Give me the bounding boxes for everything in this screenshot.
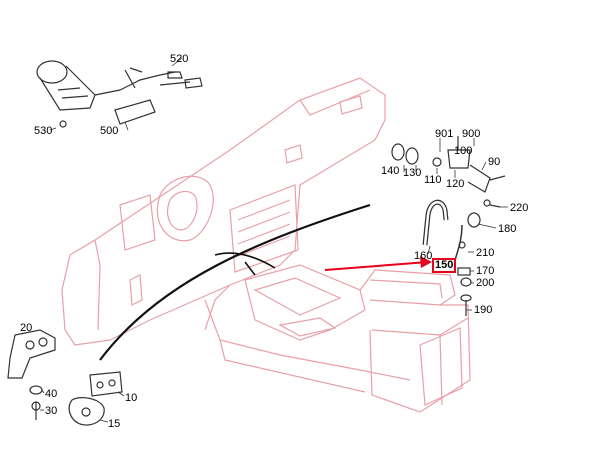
callout-130: 130 <box>403 167 422 179</box>
callout-20: 20 <box>20 322 33 334</box>
callout-10: 10 <box>125 392 138 404</box>
callout-170: 170 <box>476 265 495 277</box>
callout-90: 90 <box>488 156 501 168</box>
callout-901: 901 <box>435 128 454 140</box>
highlight-arrow <box>324 256 432 271</box>
callout-110: 110 <box>424 174 442 186</box>
callout-15: 15 <box>108 418 121 430</box>
callout-160: 160 <box>414 250 433 262</box>
callout-520: 520 <box>170 53 189 65</box>
part-lines <box>7 60 506 426</box>
callout-140: 140 <box>381 165 400 177</box>
callout-40: 40 <box>45 388 58 400</box>
callout-120: 120 <box>446 178 465 190</box>
dashboard-outline <box>61 77 471 413</box>
callout-500: 500 <box>100 125 119 137</box>
leader-lines <box>40 57 508 423</box>
callout-900: 900 <box>462 128 481 140</box>
callout-210: 210 <box>476 247 495 259</box>
callout-190: 190 <box>474 304 493 316</box>
callout-150-highlighted[interactable]: 150 <box>432 258 457 273</box>
callout-100: 100 <box>454 145 473 157</box>
callout-200: 200 <box>476 277 495 289</box>
callout-30: 30 <box>45 405 58 417</box>
callout-220: 220 <box>510 202 529 214</box>
callout-180: 180 <box>498 223 517 235</box>
callout-530: 530 <box>34 125 53 137</box>
